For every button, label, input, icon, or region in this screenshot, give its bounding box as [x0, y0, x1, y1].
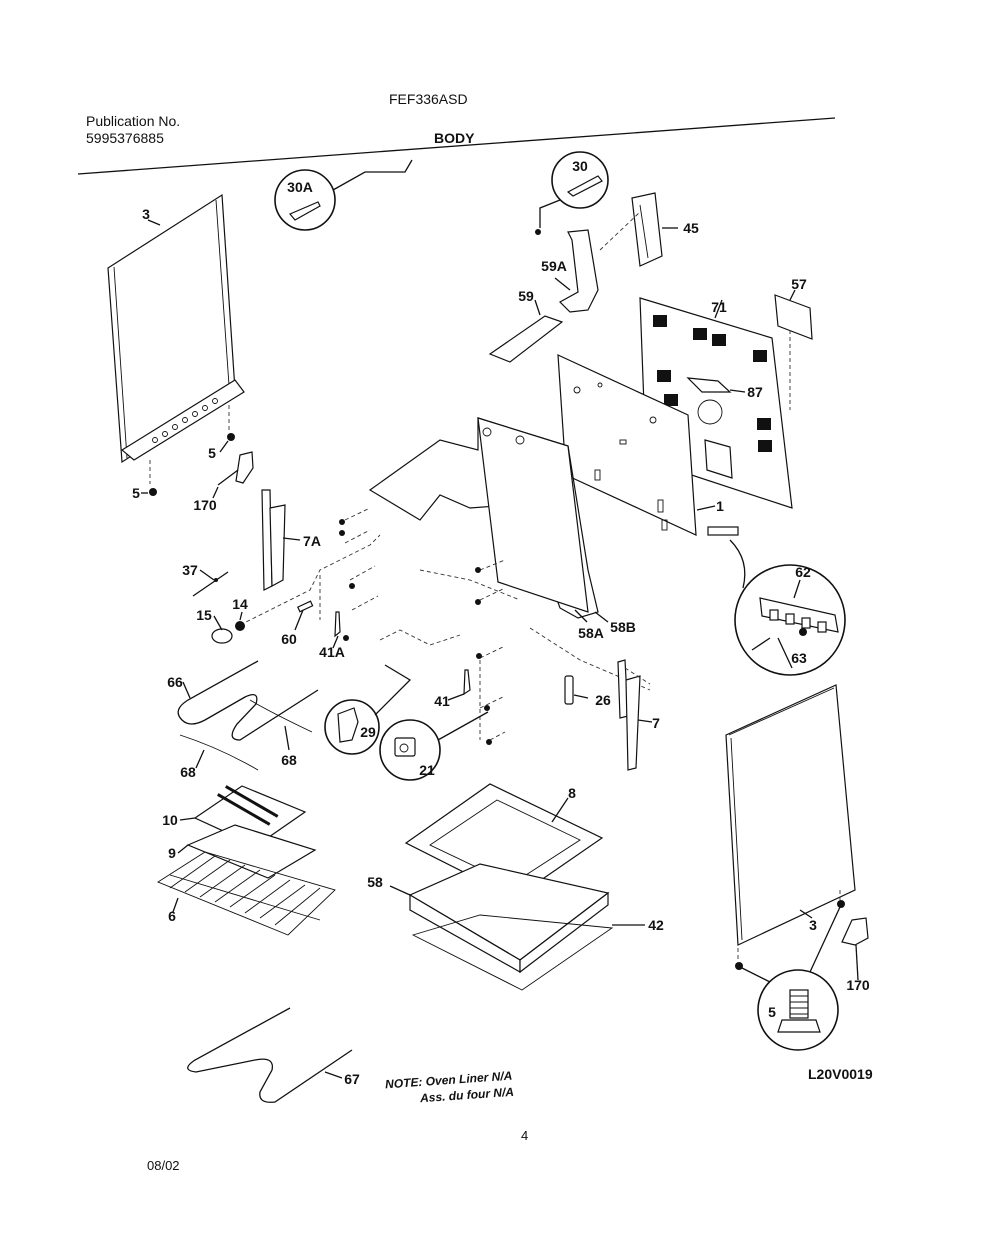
- part-label: 66: [167, 674, 183, 690]
- part-label: 3: [809, 917, 817, 933]
- part-label: 26: [595, 692, 611, 708]
- part-label: 21: [419, 762, 435, 778]
- part-label: 7: [652, 715, 660, 731]
- oven-rack-6: [157, 851, 336, 936]
- mounting-screws: [339, 519, 492, 745]
- assembly-guide-lines: [239, 507, 651, 741]
- part-label: 14: [232, 596, 248, 612]
- part-41-bracket: [447, 669, 471, 701]
- part-41a-bracket: [332, 611, 341, 649]
- part-label: 29: [360, 724, 376, 740]
- broil-element-66: [177, 660, 319, 741]
- part-label: 15: [196, 607, 212, 623]
- lamp-15-14: [211, 611, 245, 644]
- part-label: 30A: [287, 179, 313, 195]
- publication-label: Publication No.: [86, 113, 181, 129]
- part-label: 58B: [610, 619, 636, 635]
- broiler-pan-grid-10: [179, 785, 307, 847]
- left-side-panel: [107, 193, 245, 496]
- part-label: 1: [716, 498, 724, 514]
- insulation-58: [389, 863, 610, 974]
- part-label: 3: [142, 206, 150, 222]
- part-label: 170: [193, 497, 217, 513]
- diagram-code: L20V0019: [808, 1066, 873, 1082]
- oven-top-frame: [368, 417, 609, 623]
- part-label: 170: [846, 977, 870, 993]
- model-number: FEF336ASD: [389, 91, 468, 107]
- part-label: 5: [132, 485, 140, 501]
- part-label: 6: [168, 908, 176, 924]
- part-label: 8: [568, 785, 576, 801]
- part-label: 45: [683, 220, 699, 236]
- part-label: 5: [208, 445, 216, 461]
- publication-number: 5995376885: [86, 130, 164, 146]
- part-label: 58A: [578, 625, 604, 641]
- broiler-pan-9: [177, 824, 317, 879]
- callout-62-63: [707, 526, 846, 676]
- bracket-170-left: [212, 451, 254, 499]
- part-label: 62: [795, 564, 811, 580]
- part-label: 59: [518, 288, 534, 304]
- part-label: 58: [367, 874, 383, 890]
- callout-21: [379, 711, 489, 781]
- part-59-strip: [488, 299, 564, 363]
- part-60-clip: [294, 600, 314, 631]
- bracket-170-right: [841, 917, 869, 981]
- part-1-oven-back: [557, 354, 716, 536]
- part-label: 5: [768, 1004, 776, 1020]
- part-59a-strip: [554, 229, 599, 313]
- part-label: 68: [180, 764, 196, 780]
- part-label: 30: [572, 158, 588, 174]
- part-label: 42: [648, 917, 664, 933]
- right-side-panel: [725, 684, 856, 970]
- part-label: 37: [182, 562, 198, 578]
- section-title: BODY: [434, 130, 475, 146]
- part-label: 7A: [303, 533, 321, 549]
- hinge-7: [617, 659, 653, 771]
- footer-date: 08/02: [147, 1158, 180, 1173]
- wires-68: [179, 699, 313, 771]
- hinge-7a: [261, 489, 301, 591]
- part-label: 41A: [319, 644, 345, 660]
- part-label: 57: [791, 276, 807, 292]
- part-label: 67: [344, 1071, 360, 1087]
- part-label: 63: [791, 650, 807, 666]
- bottom-panel-42: [411, 914, 645, 991]
- part-26-receptacle: [564, 675, 589, 705]
- part-label: 71: [711, 299, 727, 315]
- part-45-box: [599, 192, 678, 267]
- part-label: 41: [434, 693, 450, 709]
- callout-29: [324, 664, 412, 755]
- part-label: 68: [281, 752, 297, 768]
- part-37-wire: [192, 569, 229, 597]
- part-57-plate: [774, 289, 813, 410]
- bake-element-67: [187, 1007, 353, 1103]
- callout-5-leveling-leg: [741, 906, 841, 1051]
- part-label: 9: [168, 845, 176, 861]
- page-number: 4: [521, 1128, 529, 1143]
- part-label: 87: [747, 384, 763, 400]
- part-label: 59A: [541, 258, 567, 274]
- header-rule: [77, 117, 836, 175]
- part-label: 10: [162, 812, 178, 828]
- callout-30a: [274, 159, 413, 231]
- callout-30: [535, 151, 609, 235]
- part-label: 60: [281, 631, 297, 647]
